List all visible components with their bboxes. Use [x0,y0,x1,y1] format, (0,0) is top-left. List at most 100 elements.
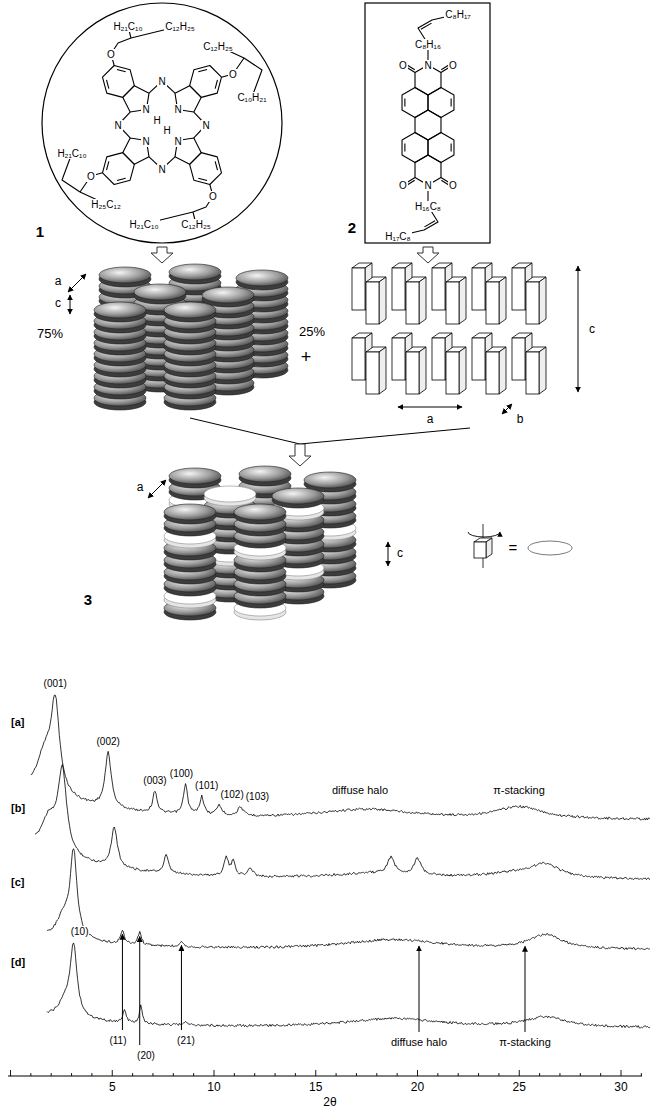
bond-line [103,153,135,185]
bond-line [117,178,126,180]
tick-label: 30 [613,1081,628,1094]
fraction-label: 25% [298,325,326,339]
pointer-arrow [70,295,71,314]
peak-index: (003) [142,775,167,786]
bond-line [215,161,217,170]
bond-line [451,98,452,106]
trace-label: [d] [10,956,26,968]
atom-label: N [113,120,122,131]
pointer-arrow [388,542,389,566]
axis-tick [336,1073,337,1076]
block-arrow [417,247,439,263]
lattice-axis-label: a [54,275,63,288]
disk-top [272,488,324,504]
stack-illustration [68,247,578,620]
axis-tick [132,1073,133,1076]
molecule-circle-outline [42,3,282,243]
bond-line [421,23,432,29]
box-face [379,277,386,324]
bond-line [198,70,207,72]
disk-top [99,267,151,283]
bond-line [404,143,405,151]
atom-label: H [152,115,161,126]
disk-top [304,472,356,488]
bond-line [428,88,454,118]
chain-label: C₈H₁₆ [414,39,442,50]
chain-label: H₂₅C₁₂ [90,199,122,210]
fraction-label: 75% [36,327,64,341]
disk-symbol [528,541,572,555]
bond-line [404,98,405,106]
block-arrow [289,444,311,466]
atom-label: O [86,171,96,182]
tick-label: 20 [410,1081,425,1094]
axis-tick [10,1070,11,1076]
atom-label: N [157,164,166,175]
lattice-axis-label: b [516,413,525,426]
chain-label: H₂₁C₁₀ [112,21,143,32]
trace-label: [a] [10,716,25,728]
compound-number: 2 [347,220,357,237]
molecule-frame: C₈H₁₇C₈H₁₆ONOONOH₁₆C₈H₁₇C₈2 [338,0,494,248]
disk-top [239,466,291,482]
box-face [406,282,419,324]
pointer-arrow [68,274,86,292]
atom-label: H [162,125,171,136]
axis-tick [152,1073,153,1076]
atom-label: N [423,60,432,71]
chain-label: H₁₆C₈ [414,201,442,212]
box-face [446,352,459,394]
axis-tick [519,1070,520,1076]
axis-tick [275,1073,276,1076]
molecule-frame-outline [365,3,490,243]
atom-label: N [157,76,166,87]
chain-label: C₁₂H₂₅ [202,41,234,52]
bond-line [190,66,222,98]
box-face [526,352,539,394]
axis-tick [559,1073,560,1076]
box-face [432,268,445,310]
xrd-trace [31,695,650,820]
axis-tick [234,1073,235,1076]
feature-label: π-stacking [492,784,546,796]
tick-label: 5 [108,1081,117,1094]
box-face [459,277,466,324]
trace-label: [b] [10,802,26,814]
axis-tick [356,1073,357,1076]
bond-line [190,153,222,185]
pointer-arrow [398,407,462,408]
peak-index: (10) [70,926,90,937]
disk-top [94,302,146,318]
atom-label: N [201,120,210,131]
peak-index: (101) [194,780,219,791]
atom-label: N [173,136,182,147]
pointer-arrow [181,945,182,1030]
box-face [406,352,419,394]
axis-tick [417,1070,418,1076]
axis-tick [112,1070,113,1076]
axis-tick [458,1073,459,1076]
atom-label: N [141,136,150,147]
axis-title: 2θ [322,1096,337,1109]
peak-index: (103) [245,791,270,802]
compound-number: 3 [83,592,93,609]
chain-label: C₁₂H₂₅ [180,219,212,230]
axis-tick [30,1073,31,1076]
trace-label: [c] [10,876,25,888]
axis-tick [498,1073,499,1076]
bond-line [103,66,135,98]
peak-index: (002) [96,736,121,747]
pointer-arrow [139,937,140,1045]
compound-number: 1 [35,224,45,241]
xrd-trace [47,943,650,1028]
box-face [499,277,506,324]
atom-label: O [106,49,116,60]
bond-line [402,133,428,163]
bond-line [107,80,109,89]
bond-line [107,161,109,170]
chain-label: H₂₁C₁₀ [128,219,159,230]
axis-tick [173,1073,174,1076]
rotation-arrow [468,532,500,537]
pointer-arrow [525,946,526,1032]
